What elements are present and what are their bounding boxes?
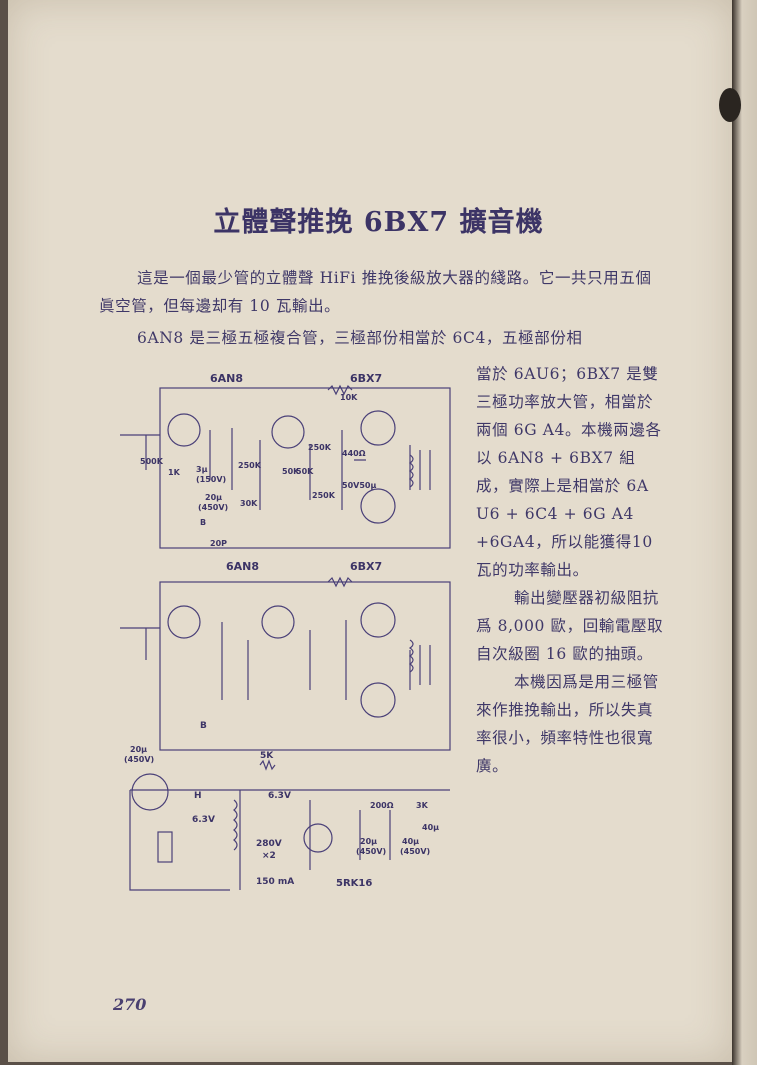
amplifier-schematic: 6AN8 6BX7 10K 500K 1K 3μ (150V) 250K 30K… — [120, 372, 451, 891]
label-6v3-a: 6.3V — [268, 791, 291, 801]
side-paragraph-transformer: 輸出變壓器初級阻抗爲 8,000 歐，回輸電壓取自次級圈 16 歐的抽頭。 — [476, 589, 664, 663]
label-h: H — [194, 791, 202, 801]
upper-6an8-triode-symbol — [167, 413, 201, 447]
page-title: 立體聲推挽 6BX7 擴音機 — [213, 207, 544, 238]
label-250k-b: 250K — [308, 443, 332, 452]
page-number: 270 — [113, 995, 147, 1014]
side-text-column: 當於 6AU6；6BX7 是雙三極功率放大管，相當於兩個 6G A4。本機兩邊各… — [476, 360, 666, 780]
label-50k: 50K — [282, 467, 300, 476]
label-upper-6bx7: 6BX7 — [350, 372, 382, 385]
label-20u-ps: 20μ — [130, 745, 147, 754]
binding-hole — [719, 88, 741, 122]
rectifier-5rk16-symbol — [303, 823, 333, 853]
label-250k-c: 250K — [312, 491, 336, 500]
label-lower-6bx7: 6BX7 — [350, 560, 382, 573]
label-x2: ×2 — [262, 851, 276, 861]
label-3k: 3K — [416, 801, 429, 810]
label-500k: 500K — [140, 457, 164, 466]
label-20u: 20μ — [205, 493, 222, 502]
side-paragraph-distortion: 本機因爲是用三極管來作推挽輸出，所以失真率很小，頻率特性也很寬廣。 — [476, 673, 659, 775]
label-450v-b: (450V) — [356, 847, 386, 856]
power-5k-resistor — [259, 759, 276, 771]
label-5rk16: 5RK16 — [336, 878, 372, 889]
power-supply-wiring — [129, 789, 450, 891]
label-6v3-b: 6.3V — [192, 815, 215, 825]
label-40u-b: 40μ — [422, 823, 439, 832]
label-50k-b: 50K — [296, 467, 314, 476]
label-1k: 1K — [168, 468, 181, 477]
book-page — [8, 0, 732, 1062]
label-200ohm: 200Ω — [370, 801, 394, 810]
lower-output-transformer — [408, 639, 414, 673]
upper-feedback-resistor — [327, 384, 353, 396]
upper-output-transformer — [408, 454, 414, 488]
label-lower-6an8: 6AN8 — [226, 560, 259, 573]
label-280v: 280V — [256, 839, 282, 849]
lower-6an8-pentode-symbol — [261, 605, 295, 639]
label-20u-b: 20μ — [360, 837, 377, 846]
fuse — [157, 831, 173, 863]
label-40u: 40μ — [402, 837, 419, 846]
upper-channel-frame — [159, 387, 451, 549]
lower-feedback-resistor — [327, 576, 353, 588]
label-upper-6an8: 6AN8 — [210, 372, 243, 385]
label-20p: 20P — [210, 539, 227, 548]
label-440: 440Ω — [342, 449, 366, 458]
label-450v-c: (450V) — [400, 847, 430, 856]
upper-channel-wiring — [120, 428, 431, 510]
label-150v: (150V) — [196, 475, 226, 484]
label-b-upper: B — [200, 518, 206, 527]
page-spine-edge — [732, 0, 757, 1065]
label-250k-a: 250K — [238, 461, 262, 470]
paragraph-intro: 這是一個最少管的立體聲 HiFi 推挽後級放大器的綫路。它一共只用五個眞空管，但… — [99, 269, 652, 315]
paragraph-tubes: 6AN8 是三極五極複合管，三極部份相當於 6C4，五極部份相 — [137, 329, 583, 347]
upper-6bx7-tube-b-symbol — [360, 488, 396, 524]
label-b-lower: B — [200, 721, 207, 731]
upper-6an8-pentode-symbol — [271, 415, 305, 449]
label-3u: 3μ — [196, 465, 208, 474]
label-450v: (450V) — [198, 503, 228, 512]
label-30k: 30K — [240, 499, 258, 508]
upper-6bx7-tube-a-symbol — [360, 410, 396, 446]
power-tube-socket — [131, 773, 169, 811]
lower-channel-wiring — [120, 620, 431, 700]
lower-6an8-triode-symbol — [167, 605, 201, 639]
lower-6bx7-tube-a-symbol — [360, 602, 396, 638]
lower-6bx7-tube-b-symbol — [360, 682, 396, 718]
label-10k: 10K — [340, 393, 358, 402]
label-150ma: 150 mA — [256, 877, 294, 887]
side-paragraph-tubes: 當於 6AU6；6BX7 是雙三極功率放大管，相當於兩個 6G A4。本機兩邊各… — [476, 365, 662, 579]
power-transformer-coil — [233, 799, 238, 851]
label-450v-ps: (450V) — [124, 755, 154, 764]
lower-channel-frame — [159, 581, 451, 751]
label-5k: 5K — [260, 751, 274, 761]
label-50v50u: 50V50μ — [342, 481, 376, 490]
